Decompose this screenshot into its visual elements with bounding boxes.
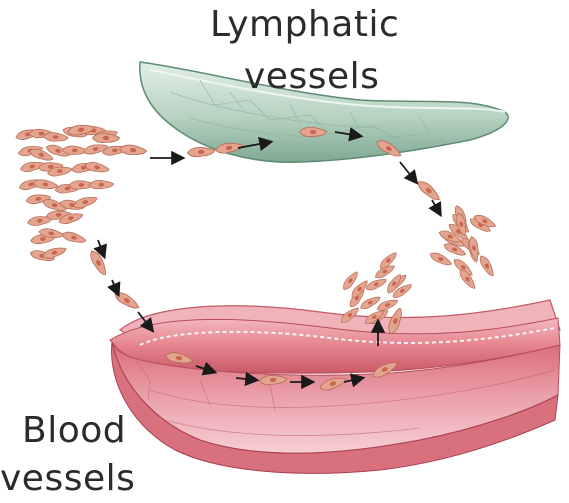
blood-label-line1: Blood (22, 410, 126, 452)
lymphatic-label-line1: Lymphatic (210, 4, 399, 46)
tumor-cell-icon (365, 276, 388, 292)
tumor-cell-icon (88, 249, 110, 277)
metastasis-cluster-right (429, 204, 498, 291)
arrow-icon (432, 200, 440, 214)
lymphatic-label-line2: vessels (244, 56, 379, 98)
tumor-cell-icon (478, 254, 497, 278)
tumor-cell-icon (415, 178, 442, 203)
tumor-cell-icon (72, 194, 98, 210)
arrow-icon (98, 240, 104, 256)
tumor-cell-icon (89, 180, 114, 189)
tumor-cell-icon (84, 161, 110, 174)
tumor-cell-icon (61, 230, 87, 244)
metastasis-cluster-center (339, 250, 414, 326)
primary-tumor (15, 126, 128, 263)
tumor-cell-icon (33, 179, 59, 190)
arrow-icon (112, 280, 118, 294)
blood-label-line2: vessels (0, 458, 135, 500)
arrow-icon (400, 162, 416, 182)
tumor-cell-icon (43, 132, 68, 142)
tumor-cell-icon (119, 144, 147, 156)
tumor-cell-icon (41, 245, 67, 261)
tumor-cell-icon (429, 250, 454, 267)
